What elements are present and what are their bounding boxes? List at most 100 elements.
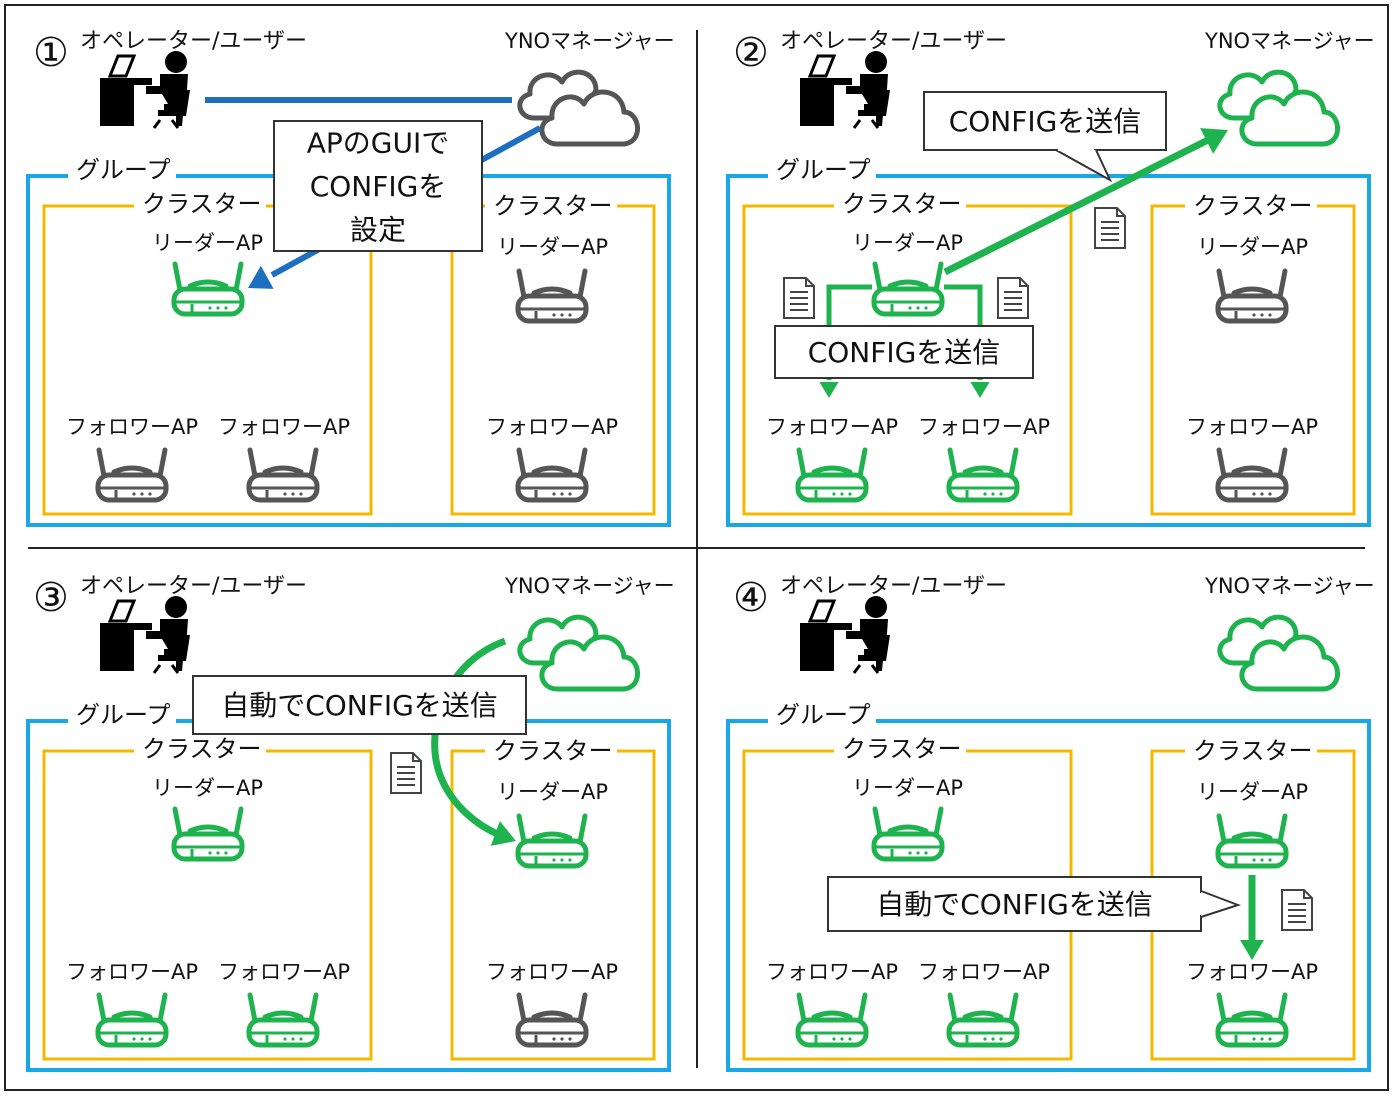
operator-label: オペレーター/ユーザー <box>780 574 1007 599</box>
operator-icon <box>100 596 190 674</box>
leader-ap-label: リーダーAP <box>497 235 608 259</box>
arrowhead <box>248 265 274 289</box>
group-label: グループ <box>76 156 171 184</box>
follower-ap-label: フォロワーAP <box>218 415 350 439</box>
router-icon <box>515 992 589 1048</box>
follower-ap-label: フォロワーAP <box>918 415 1050 439</box>
router-icon <box>795 447 869 503</box>
callout-text: 自動でCONFIGを送信 <box>876 888 1153 921</box>
manager-label: YNOマネージャー <box>504 574 675 598</box>
follower-ap-label: フォロワーAP <box>66 415 198 439</box>
green-curved-arrow-manager-to-leader <box>431 637 507 839</box>
router-icon <box>515 447 589 503</box>
follower-ap-label: フォロワーAP <box>486 960 618 984</box>
leader-ap-label: リーダーAP <box>1197 780 1308 804</box>
router-icon <box>1215 992 1289 1048</box>
operator-icon <box>100 51 190 129</box>
callout-text: APのGUIで <box>307 127 450 160</box>
group-label: グループ <box>776 156 871 184</box>
operator-icon <box>800 51 890 129</box>
cloud-icon <box>517 614 640 692</box>
cluster-label: クラスター <box>493 737 613 765</box>
document-icon <box>390 752 422 794</box>
callout-box: CONFIGを送信 <box>923 91 1167 183</box>
leader-ap-label: リーダーAP <box>852 776 963 800</box>
group-label: グループ <box>76 701 171 729</box>
cloud-icon <box>517 69 640 147</box>
follower-ap-label: フォロワーAP <box>766 960 898 984</box>
green-arrow-leader-to-manager <box>943 136 1210 276</box>
step-number: ④ <box>733 575 769 621</box>
callout-text: CONFIGを <box>310 170 447 203</box>
arrowhead <box>970 382 990 398</box>
router-icon <box>1215 268 1289 324</box>
leader-ap-label: リーダーAP <box>152 776 263 800</box>
follower-ap-label: フォロワーAP <box>66 960 198 984</box>
router-icon <box>171 261 245 317</box>
cloud-icon <box>1217 69 1340 147</box>
operator-label: オペレーター/ユーザー <box>80 29 307 54</box>
manager-label: YNOマネージャー <box>1204 574 1375 598</box>
document-icon <box>1094 207 1126 249</box>
outer-frame <box>4 4 1389 1091</box>
follower-ap-label: フォロワーAP <box>918 960 1050 984</box>
cloud-icon <box>1217 614 1340 692</box>
group-label: グループ <box>776 701 871 729</box>
document-icon <box>783 277 815 319</box>
manager-label: YNOマネージャー <box>504 29 675 53</box>
document-icon <box>1281 889 1313 931</box>
follower-ap-label: フォロワーAP <box>486 415 618 439</box>
router-icon <box>515 268 589 324</box>
callout-text: CONFIGを送信 <box>949 105 1142 138</box>
callout-box: 自動でCONFIGを送信 <box>827 876 1242 932</box>
cluster-label: クラスター <box>493 192 613 220</box>
step-number: ① <box>33 30 69 76</box>
leader-ap-label: リーダーAP <box>852 231 963 255</box>
cluster-label: クラスター <box>842 190 962 218</box>
operator-label: オペレーター/ユーザー <box>780 29 1007 54</box>
step-number: ③ <box>33 575 69 621</box>
router-icon <box>171 806 245 862</box>
manager-label: YNOマネージャー <box>1204 29 1375 53</box>
arrowhead <box>1240 940 1264 960</box>
arrowhead <box>1200 128 1228 154</box>
cluster-label: クラスター <box>142 735 262 763</box>
router-icon <box>946 447 1020 503</box>
operator-label: オペレーター/ユーザー <box>80 574 307 599</box>
follower-ap-label: フォロワーAP <box>1186 960 1318 984</box>
router-icon <box>95 447 169 503</box>
router-icon <box>871 806 945 862</box>
operator-icon <box>800 596 890 674</box>
cluster-label: クラスター <box>142 190 262 218</box>
router-icon <box>246 447 320 503</box>
leader-ap-label: リーダーAP <box>1197 235 1308 259</box>
router-icon <box>946 992 1020 1048</box>
router-icon <box>246 992 320 1048</box>
cluster-label: クラスター <box>1193 192 1313 220</box>
router-icon <box>871 261 945 317</box>
router-icon <box>515 813 589 869</box>
follower-ap-label: フォロワーAP <box>1186 415 1318 439</box>
step-number: ② <box>733 30 769 76</box>
group-box <box>726 174 1371 527</box>
router-icon <box>95 992 169 1048</box>
leader-ap-label: リーダーAP <box>152 231 263 255</box>
arrowhead <box>819 382 839 398</box>
leader-ap-label: リーダーAP <box>497 780 608 804</box>
arrowhead <box>490 821 516 846</box>
callout-text: 設定 <box>350 213 406 246</box>
follower-ap-label: フォロワーAP <box>766 415 898 439</box>
router-icon <box>795 992 869 1048</box>
callout-text: 自動でCONFIGを送信 <box>221 689 498 722</box>
callout-box: CONFIGを送信 <box>774 325 1034 379</box>
document-icon <box>997 277 1029 319</box>
router-icon <box>1215 447 1289 503</box>
cluster-label: クラスター <box>1193 737 1313 765</box>
router-icon <box>1215 813 1289 869</box>
